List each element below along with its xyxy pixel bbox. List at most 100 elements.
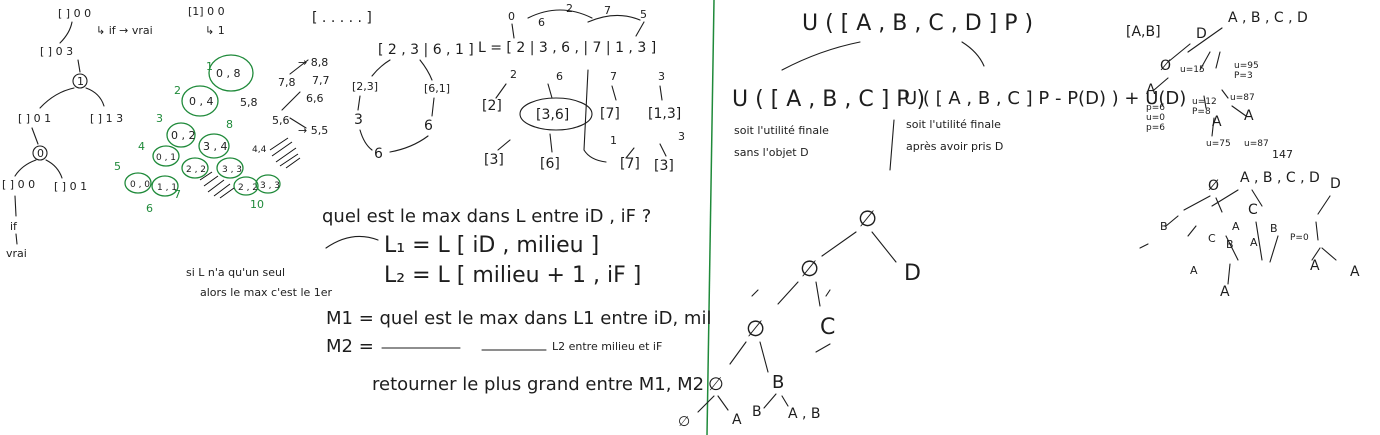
edge — [1139, 189, 1337, 285]
mini-node: C — [1208, 232, 1216, 245]
mini-node: A — [1190, 264, 1198, 277]
chain-label: 7,7 — [312, 74, 330, 87]
annotation-if-vrai: ↳ if → vrai — [96, 24, 153, 37]
L2-line: L₂ = L [ milieu + 1 , iF ] — [384, 263, 641, 288]
tree-number: 3 — [678, 130, 685, 143]
mini-node: A — [1310, 258, 1320, 274]
mini-value: u=95 — [1234, 61, 1259, 71]
circled-label-1: 1 — [77, 75, 84, 88]
green-label: 3 , 3 — [222, 165, 242, 175]
note-left: soit l'utilité finale — [734, 124, 829, 137]
green-label: 1 , 1 — [157, 183, 177, 193]
tree-node: [7] — [620, 156, 640, 172]
note-separator — [889, 119, 895, 171]
edge — [59, 21, 73, 44]
index-label: 5 — [640, 8, 647, 21]
mini-value: P=0 — [1290, 233, 1309, 243]
tree-node: A — [732, 412, 742, 428]
mini-node: D — [1330, 176, 1341, 192]
side-note: alors le max c'est le 1er — [200, 286, 333, 299]
question-line: quel est le max dans L entre iD , iF ? — [322, 206, 651, 227]
green-step-number: 4 — [138, 140, 145, 153]
M2-line: M2 = — [326, 336, 374, 357]
edge — [1153, 27, 1247, 137]
node-empty-01: [ ] 0 1 — [18, 112, 51, 125]
edge — [77, 59, 81, 73]
mini-value: p=6 — [1146, 103, 1165, 113]
mini-node: A — [1232, 220, 1240, 233]
mini-value: u=0 — [1146, 113, 1165, 123]
mini-value: u=87 — [1230, 93, 1255, 103]
green-node-33 — [216, 157, 244, 179]
green-tree: 0 , 8 0 , 4 0 , 2 3 , 4 0 , 1 2 , 2 3 , … — [114, 54, 301, 215]
tree-number: 3 — [658, 70, 665, 83]
index-label: 2 — [566, 2, 573, 15]
tree-node: [7] — [600, 106, 620, 122]
edge — [14, 159, 37, 177]
green-step-number: 5 — [114, 160, 121, 173]
edge — [281, 59, 309, 129]
M2-rest: L2 entre milieu et iF — [552, 340, 662, 353]
tree-node: ∅ — [708, 374, 724, 395]
tree-node: [2] — [482, 98, 502, 114]
tree-node: A , B — [788, 406, 821, 422]
L-list: L = [ 2 | 3 , 6 , | 7 | 1 , 3 ] — [478, 40, 656, 56]
edge — [781, 41, 985, 71]
tree-node: [6] — [540, 156, 560, 172]
green-step-number: 1 — [206, 60, 213, 73]
green-node-11 — [151, 175, 179, 197]
decision-tree: ∅ ∅ D ∅ C ∅ B ∅ A B A , B — [678, 207, 921, 430]
formula-left: U ( [ A , B , C ] P ) — [732, 87, 925, 112]
node-ellipsis: [ . . . . . ] — [312, 10, 372, 26]
tree-node: B — [772, 372, 784, 393]
tree-number: 7 — [610, 70, 617, 83]
mini-node: C — [1248, 202, 1258, 218]
mini-value: u=12 — [1192, 97, 1217, 107]
green-label: 3 , 4 — [203, 140, 228, 153]
chain-label: 5,6 — [272, 114, 290, 127]
mini-node: D — [1196, 26, 1207, 42]
scribble-hatch — [199, 137, 301, 199]
green-node-02 — [166, 122, 196, 148]
mini-node: Ø — [1160, 58, 1171, 74]
mini-node: A — [1350, 264, 1360, 280]
green-label: 0 , 0 — [130, 180, 150, 190]
green-label: 0 , 2 — [171, 129, 196, 142]
green-node-34 — [198, 133, 230, 159]
annotation-if: if — [10, 220, 18, 233]
chain-label: 5,8 — [240, 96, 258, 109]
mini-node: A — [1244, 108, 1254, 124]
edge — [357, 95, 435, 153]
mini-value: u=15 — [1180, 65, 1205, 75]
edge — [697, 231, 897, 413]
mini-node: B — [1160, 220, 1168, 233]
node-empty-00: [ ] 0 0 — [2, 178, 35, 191]
node-empty-03: [ ] 0 3 — [40, 45, 73, 58]
node-root: [ ] 0 0 — [58, 7, 91, 20]
tree-node: [3] — [484, 152, 504, 168]
index-label: 0 — [508, 10, 515, 23]
edge — [39, 87, 75, 109]
tree-node: C — [820, 315, 835, 340]
green-node-33b — [255, 174, 281, 194]
mini-tree-bottom: A , B , C , D D Ø C B A C B A B A P=0 A … — [1139, 170, 1360, 300]
tree-number: 2 — [510, 68, 517, 81]
edge — [495, 69, 667, 163]
edge — [325, 235, 379, 249]
highlight-ellipse — [519, 97, 593, 131]
mini-value: P=3 — [1234, 71, 1253, 81]
circle-node-0 — [32, 145, 48, 161]
edge — [31, 127, 39, 145]
annotation-vrai: vrai — [6, 247, 27, 260]
green-node-04 — [181, 85, 219, 117]
mini-value: u=87 — [1244, 139, 1269, 149]
tree-node: ∅ — [800, 257, 819, 282]
green-label: 0 , 8 — [216, 67, 241, 80]
mini-number: 147 — [1272, 148, 1293, 161]
tree-node: B — [752, 404, 762, 420]
green-step-number: 6 — [146, 202, 153, 215]
tree-node: ∅ — [678, 414, 690, 430]
node-empty-01b: [ ] 0 1 — [54, 180, 87, 193]
section-divider — [706, 0, 715, 435]
split-list: [ 2 , 3 | 6 , 1 ] — [378, 42, 474, 58]
